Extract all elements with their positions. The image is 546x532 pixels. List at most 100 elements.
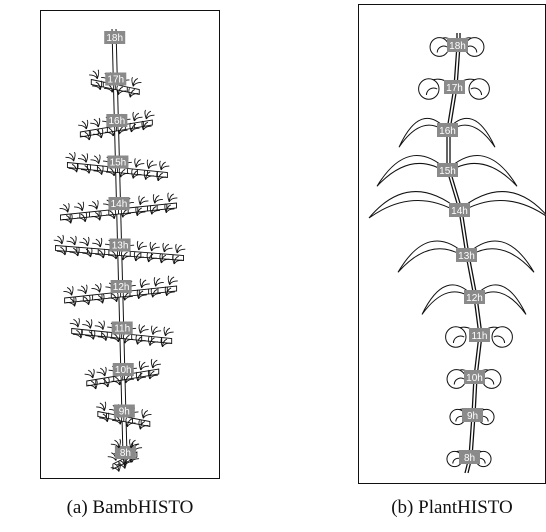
leaf xyxy=(143,126,151,130)
leaf-curl xyxy=(419,79,439,99)
time-label-text: 13h xyxy=(458,251,475,262)
leaf-curl xyxy=(482,370,501,389)
leaf xyxy=(81,170,89,174)
leaf xyxy=(146,115,154,119)
time-label-text: 8h xyxy=(464,453,475,464)
leaf xyxy=(126,379,134,383)
leaf xyxy=(54,240,62,244)
leaf xyxy=(153,364,161,368)
time-label: 11h xyxy=(112,322,133,335)
leaf xyxy=(119,130,127,134)
leaf xyxy=(89,205,97,209)
leaf-curl xyxy=(492,327,512,347)
time-label: 14h xyxy=(108,197,129,210)
leaf-blade xyxy=(369,192,459,218)
leaf xyxy=(152,247,160,251)
leaf xyxy=(78,125,86,129)
leaf xyxy=(165,332,173,336)
time-label: 18h xyxy=(447,38,468,52)
time-label: 9h xyxy=(114,405,135,418)
leaf xyxy=(108,255,116,259)
time-label: 18h xyxy=(104,31,125,44)
time-label: 11h xyxy=(469,328,490,342)
time-label-text: 11h xyxy=(114,324,130,335)
time-label: 10h xyxy=(464,370,485,384)
time-label-text: 12h xyxy=(113,282,130,293)
leaf xyxy=(125,296,133,300)
leaf xyxy=(133,82,141,86)
leaf-blade xyxy=(398,241,466,272)
leaf xyxy=(177,249,185,253)
time-label-text: 10h xyxy=(115,365,132,376)
leaf xyxy=(90,123,98,127)
time-label: 14h xyxy=(449,203,470,217)
leaf xyxy=(164,248,172,252)
time-label-text: 15h xyxy=(439,166,456,177)
caption-bambhisto: (a) BambHISTO xyxy=(30,497,230,519)
leaf xyxy=(161,259,169,263)
time-label: 13h xyxy=(110,239,131,252)
leaf xyxy=(140,201,148,205)
leaf xyxy=(137,212,145,216)
time-label-text: 16h xyxy=(109,116,126,127)
leaf xyxy=(136,257,144,261)
leaf xyxy=(66,157,74,161)
leaf-curl xyxy=(465,38,484,57)
leaf xyxy=(95,254,103,258)
leaf-curl xyxy=(447,370,466,389)
leaf xyxy=(95,326,103,330)
time-label-text: 14h xyxy=(451,206,468,217)
leaf xyxy=(111,468,119,472)
time-label: 16h xyxy=(437,123,458,137)
leaf xyxy=(108,457,116,461)
time-label: 10h xyxy=(113,363,134,376)
leaf xyxy=(149,165,157,169)
leaf-curl xyxy=(446,327,466,347)
leaf xyxy=(141,366,149,370)
leaf xyxy=(82,253,90,257)
leaf xyxy=(138,377,146,381)
time-label: 15h xyxy=(107,156,128,169)
leaf xyxy=(97,372,105,376)
leaf xyxy=(139,246,147,250)
leaf xyxy=(89,75,97,79)
leaf xyxy=(123,256,131,260)
leaf xyxy=(70,323,78,327)
leaf xyxy=(74,207,82,211)
leaf xyxy=(156,282,164,286)
time-label-text: 15h xyxy=(110,158,127,169)
leaf-curl xyxy=(469,79,489,99)
leaf xyxy=(152,210,160,214)
leaf xyxy=(73,334,81,338)
time-label: 16h xyxy=(106,114,127,127)
leaf xyxy=(136,164,144,168)
time-label-text: 17h xyxy=(107,75,124,86)
leaf xyxy=(140,330,148,334)
leaf xyxy=(96,407,104,411)
leaf xyxy=(153,331,161,335)
leaf xyxy=(155,199,163,203)
leaf xyxy=(174,260,182,264)
leaf xyxy=(79,242,87,246)
leaf xyxy=(161,166,169,170)
time-label-text: 9h xyxy=(467,411,478,422)
planthisto-panel: 18h17h16h15h14h13h12h11h10h9h8h xyxy=(358,4,546,484)
leaf xyxy=(70,252,78,256)
time-label: 9h xyxy=(462,408,483,422)
bambhisto-diagram: 18h17h16h15h14h13h12h11h10h9h8h xyxy=(41,11,221,480)
leaf xyxy=(106,172,114,176)
leaf xyxy=(110,338,118,342)
leaf xyxy=(69,168,77,172)
time-label: 17h xyxy=(105,73,126,86)
time-label-text: 9h xyxy=(119,407,130,418)
leaf xyxy=(143,414,151,418)
time-label-text: 16h xyxy=(439,126,456,137)
time-label-text: 11h xyxy=(472,331,488,342)
leaf xyxy=(142,284,150,288)
leaf xyxy=(91,288,99,292)
leaf xyxy=(167,292,175,296)
leaf xyxy=(153,293,161,297)
time-label: 15h xyxy=(437,163,458,177)
